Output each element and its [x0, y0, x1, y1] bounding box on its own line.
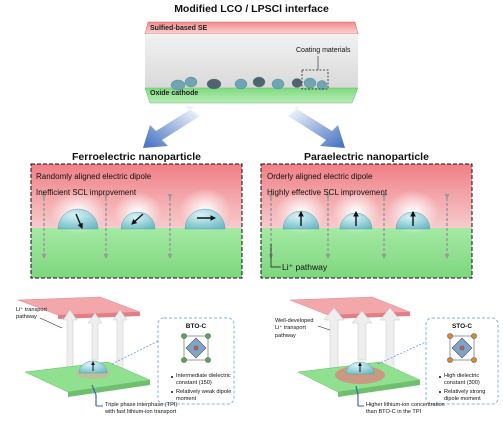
sto-bullet-1: High dielectric constant (300)	[444, 373, 480, 387]
se-label: Sulfied-based SE	[150, 25, 208, 32]
ferro-line1: Randomly aligned electric dipole	[36, 172, 152, 181]
particle	[184, 208, 226, 230]
sto-bullet-2: Relatively strong dipole moment	[444, 389, 486, 403]
li-pathway-label: Li⁺ pathway	[282, 262, 328, 272]
dipole-arrow	[75, 213, 83, 230]
sto-3d-scheme	[289, 296, 499, 407]
bto-transport-label: Li⁺ transport pathway	[16, 307, 47, 321]
coating-particles	[170, 76, 328, 91]
bto-crystal	[181, 333, 211, 363]
coating-highlight-box	[301, 69, 329, 90]
paraelectric-heading: Paraelectric nanoparticle	[304, 151, 429, 163]
paraelectric-panel	[260, 163, 473, 279]
bto-bullet-2: Relatively weak dipole moment	[176, 389, 232, 403]
ferro-line2: Inefficient SCL improvement	[36, 188, 137, 197]
top-interface-slab	[144, 21, 359, 104]
coating-label: Coating materials	[296, 47, 351, 54]
ferroelectric-panel	[30, 163, 243, 279]
particle	[120, 211, 156, 230]
bto-material-label: BTO-C	[185, 323, 207, 330]
arrow-to-ferroelectric	[143, 106, 200, 148]
bto-bullet-1: Intermediate dielectric constant (150)	[176, 373, 231, 387]
para-line2: Highly effective SCL improvement	[267, 188, 388, 197]
sto-crystal	[447, 333, 477, 363]
bto-3d-scheme	[17, 296, 235, 407]
pathway-pointer	[270, 244, 281, 268]
sto-note-label: Higher lithium-ion concentration than BT…	[366, 402, 445, 416]
dipole-arrow	[131, 213, 144, 225]
interface-gap	[145, 34, 358, 88]
ferroelectric-heading: Ferroelectric nanoparticle	[72, 151, 201, 163]
sto-transport-label: Well-developed Li⁺ transport pathway	[275, 318, 314, 339]
cathode-layer	[144, 87, 359, 104]
arrow-to-paraelectric	[288, 106, 345, 148]
figure-title: Modified LCO / LPSCl interface	[174, 3, 329, 15]
sto-material-label: STO-C	[451, 323, 473, 330]
para-line1: Orderly aligned electric dipole	[267, 172, 373, 181]
tpi-label: Triple phase interphase (TPI) with fast …	[105, 402, 178, 416]
cathode-label: Oxide cathode	[150, 90, 199, 97]
